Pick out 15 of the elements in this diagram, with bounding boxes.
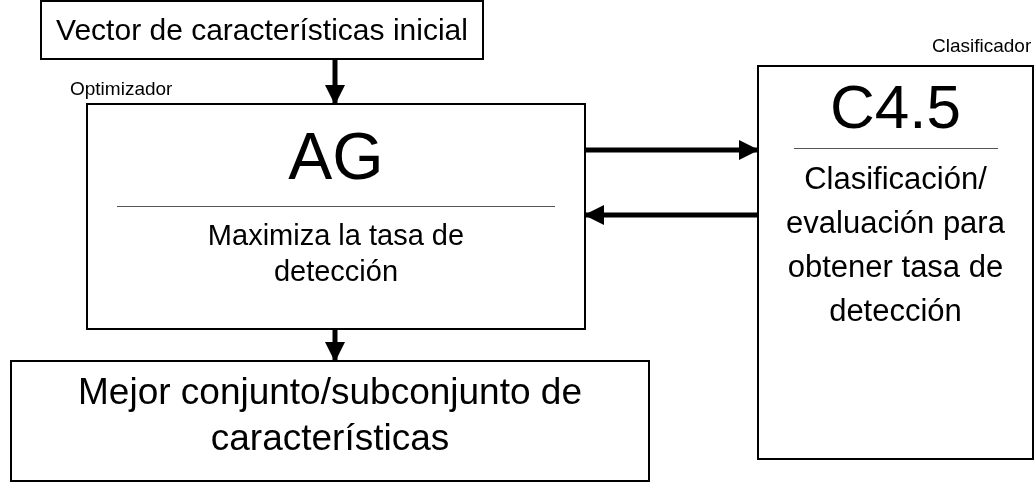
box-text: Mejor conjunto/subconjunto de características [77, 369, 583, 460]
process-box [10, 360, 650, 482]
process-box [757, 65, 1034, 460]
box-title: AG [288, 118, 384, 195]
box-caption: Clasificador [932, 35, 1032, 57]
box-text: Maximiza la tasa de detección [206, 217, 466, 289]
process-box [86, 103, 586, 330]
box-text: Clasificación/ evaluación para obtener tasa de detección [785, 160, 1006, 331]
arrow [325, 330, 345, 362]
box-title: C4.5 [830, 71, 961, 143]
box-text: Vector de características inicial [56, 12, 468, 49]
arrow [586, 140, 759, 160]
process-box [40, 0, 484, 60]
box-caption: Optimizador [70, 78, 173, 100]
arrow [325, 60, 345, 105]
